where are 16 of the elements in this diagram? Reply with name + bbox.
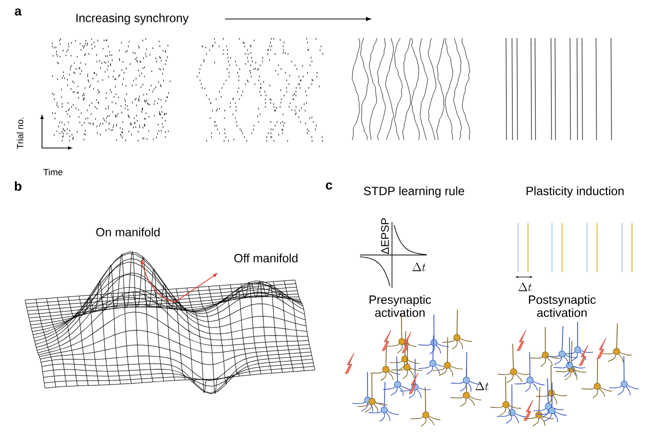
label: Postsynaptic activation (528, 295, 596, 317)
label: Time (43, 168, 62, 176)
label: Presynaptic activation (370, 295, 432, 317)
label: Increasing synchrony (76, 13, 189, 25)
panel-letter: a (14, 8, 22, 16)
label: On manifold (96, 228, 160, 236)
label: $\Delta t$ (412, 262, 426, 272)
label: Plasticity induction (526, 186, 624, 198)
label: Off manifold (234, 254, 298, 262)
label: STDP learning rule (364, 186, 464, 198)
panel-letter: b (14, 181, 22, 191)
label: $\Delta t$ (518, 282, 532, 292)
panel-letter: c (326, 182, 332, 190)
label: Trial no. (16, 118, 24, 149)
label: ΔEPSP (381, 218, 389, 254)
label: $\Delta t$ (476, 382, 489, 390)
